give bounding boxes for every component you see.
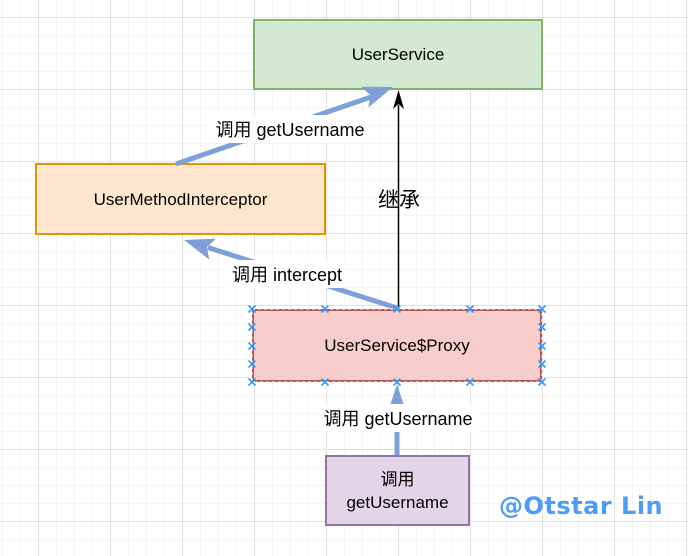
node-user-service-proxy[interactable]: UserService$Proxy	[252, 309, 542, 382]
node-call-getusername-label: 调用 getUsername	[346, 468, 448, 514]
node-user-method-interceptor[interactable]: UserMethodInterceptor	[35, 163, 326, 235]
edge-label-inheritance[interactable]: 继承	[378, 189, 420, 212]
node-call-getusername-line1: 调用	[380, 469, 415, 489]
node-call-getusername[interactable]: 调用 getUsername	[325, 455, 470, 526]
node-user-service-label: UserService	[351, 45, 445, 64]
edge-label-call-intercept[interactable]: 调用 intercept	[227, 260, 347, 288]
node-user-service[interactable]: UserService	[253, 19, 543, 90]
node-user-method-interceptor-label: UserMethodInterceptor	[93, 189, 268, 209]
node-call-getusername-line2: getUsername	[346, 492, 449, 512]
watermark-signature: @Otstar Lin	[499, 492, 664, 520]
node-user-service-proxy-label: UserService$Proxy	[324, 336, 470, 355]
edge-label-call-getusername-top[interactable]: 调用 getUsername	[211, 115, 369, 143]
edge-label-call-getusername-bottom[interactable]: 调用 getUsername	[319, 404, 477, 432]
